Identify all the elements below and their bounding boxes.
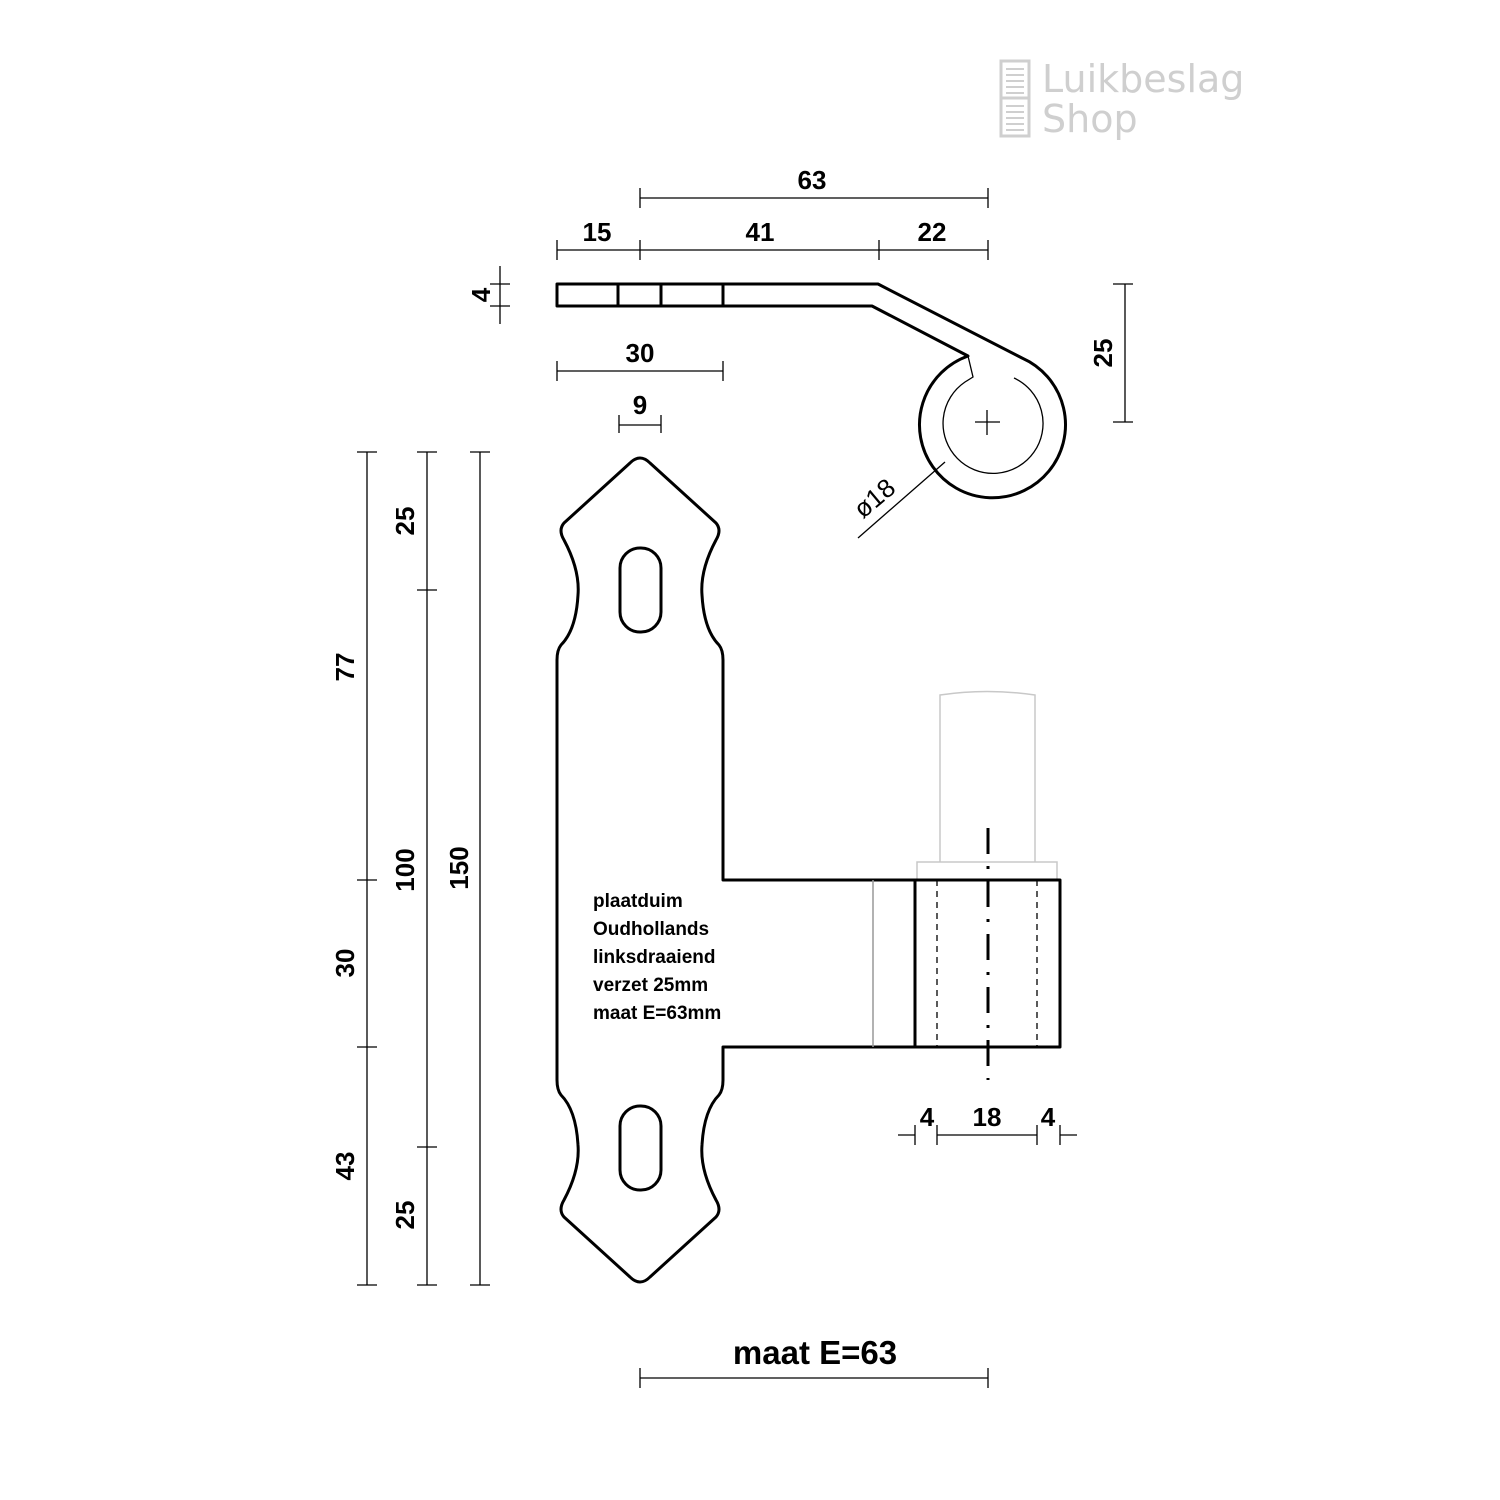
- top-dimensions: 63 15 41 22 4 25 30 9 ø18: [466, 165, 1133, 539]
- note-line-2: Oudhollands: [593, 919, 709, 940]
- dim-offset-25: 25: [1088, 339, 1118, 368]
- logo-text-line2: Shop: [1042, 97, 1138, 141]
- dim-30-left: 30: [330, 949, 360, 978]
- slot-hole-top: [618, 546, 663, 634]
- slot-hole-bottom: [618, 1104, 663, 1192]
- note-line-5: maat E=63mm: [593, 1003, 721, 1024]
- logo-text-line1: Luikbeslag: [1042, 57, 1244, 101]
- dim-100: 100: [390, 848, 420, 891]
- dim-15: 15: [583, 217, 612, 247]
- luikbeslag-shop-logo: Luikbeslag Shop: [999, 57, 1244, 141]
- dim-43: 43: [330, 1152, 360, 1181]
- dim-18: 18: [973, 1102, 1002, 1132]
- note-line-1: plaatduim: [593, 891, 683, 912]
- dim-4-right: 4: [1041, 1102, 1056, 1132]
- dim-diameter-18: ø18: [847, 472, 901, 524]
- dim-22: 22: [918, 217, 947, 247]
- top-view: [555, 282, 1067, 500]
- front-view: plaatduim Oudhollands linksdraaiend verz…: [555, 456, 1062, 1284]
- left-dimensions: 77 30 43 25 100 25 150: [330, 451, 490, 1286]
- dim-41: 41: [746, 217, 775, 247]
- dim-25-bottom: 25: [390, 1201, 420, 1230]
- note-line-3: linksdraaiend: [593, 947, 716, 968]
- dim-thickness-4: 4: [466, 287, 496, 302]
- dim-9: 9: [633, 390, 647, 420]
- dim-4-left: 4: [920, 1102, 935, 1132]
- dim-77: 77: [330, 653, 360, 682]
- dim-150: 150: [444, 846, 474, 889]
- bottom-dimensions: 4 18 4 maat E=63: [639, 1102, 1077, 1388]
- shutter-icon: [999, 59, 1031, 138]
- dim-30-top: 30: [626, 338, 655, 368]
- dim-25-top: 25: [390, 507, 420, 536]
- note-line-4: verzet 25mm: [593, 975, 708, 996]
- maat-label: maat E=63: [733, 1334, 897, 1371]
- center-mark-icon: [975, 410, 1000, 435]
- dim-63: 63: [798, 165, 827, 195]
